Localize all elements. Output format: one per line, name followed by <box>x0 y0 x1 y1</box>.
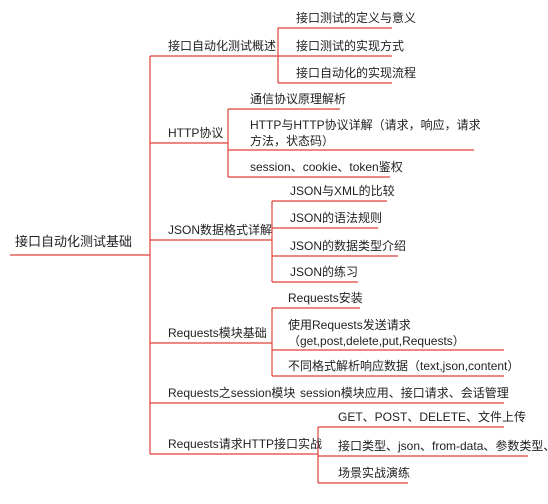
leaf-topic: 场景实战演练 <box>338 466 411 480</box>
leaf-topic: JSON的练习 <box>290 265 359 279</box>
leaf-topic: Requests安装 <box>288 291 363 305</box>
leaf-topic: GET、POST、DELETE、文件上传 <box>338 410 527 424</box>
branch-topic-json: JSON数据格式详解 <box>168 223 273 237</box>
branch-topic-overview: 接口自动化测试概述 <box>168 39 277 53</box>
leaf-topic: 接口测试的实现方式 <box>296 39 405 53</box>
leaf-topic: JSON的数据类型介绍 <box>290 239 407 253</box>
branch-topic-requests-basics: Requests模块基础 <box>168 326 267 340</box>
root-topic: 接口自动化测试基础 <box>15 234 133 249</box>
branch-topic-http: HTTP协议 <box>168 126 224 140</box>
leaf-topic: JSON的语法规则 <box>290 211 383 225</box>
leaf-topic: JSON与XML的比较 <box>290 184 395 198</box>
branch-topic-http-practice: Requests请求HTTP接口实战 <box>168 437 323 451</box>
leaf-topic: 接口自动化的实现流程 <box>296 66 417 80</box>
leaf-topic: session、cookie、token鉴权 <box>250 160 403 174</box>
leaf-topic: 通信协议原理解析 <box>250 92 347 106</box>
leaf-topic: 接口类型、json、from-data、参数类型、 <box>338 439 548 453</box>
leaf-topic: 不同格式解析响应数据（text,json,content） <box>288 359 520 373</box>
leaf-topic: HTTP与HTTP协议详解（请求，响应，请求方法，状态码） <box>250 118 481 148</box>
leaf-topic: 接口测试的定义与意义 <box>296 11 417 25</box>
branch-topic-session: Requests之session模块 <box>168 386 296 400</box>
leaf-topic: 使用Requests发送请求（get,post,delete,put,Reque… <box>288 318 465 348</box>
leaf-topic: session模块应用、接口请求、会话管理 <box>300 386 509 400</box>
